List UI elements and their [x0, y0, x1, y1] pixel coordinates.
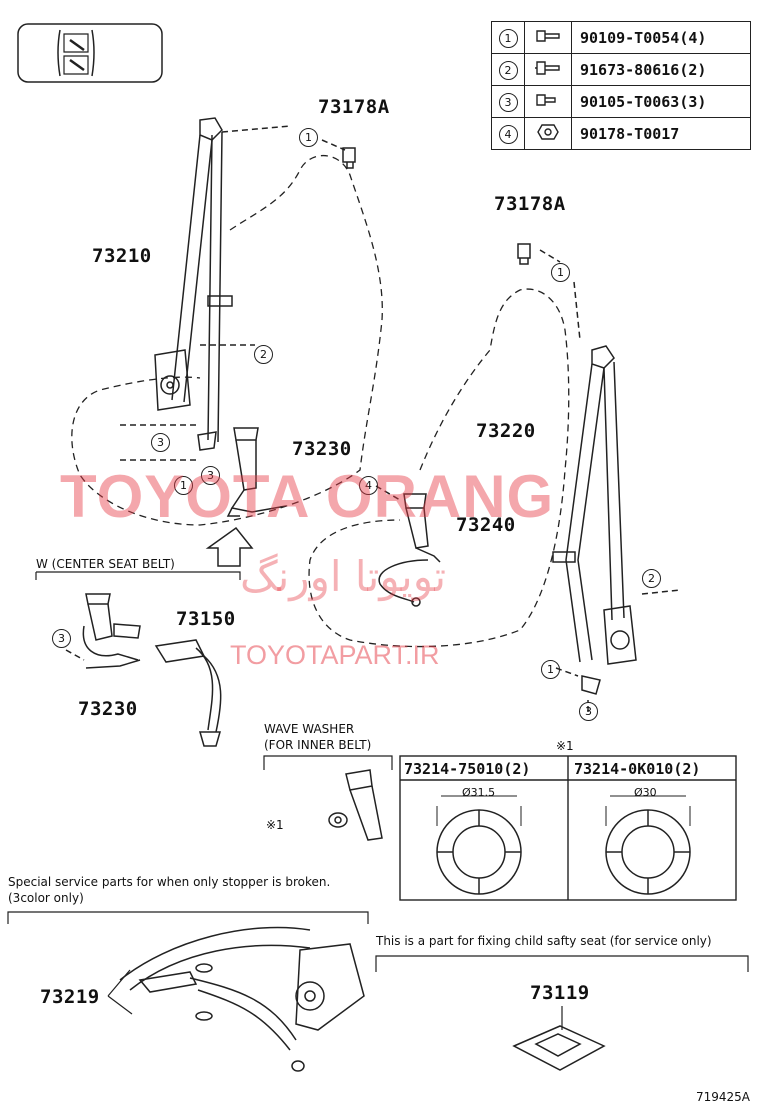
label-child-seat-73119: 73119	[530, 982, 590, 1004]
center-belt-bracket	[35, 571, 241, 580]
part-number: 90105-T0063(3)	[571, 85, 751, 118]
bolt-icon	[536, 29, 560, 42]
label-cover-right: 73178A	[494, 193, 566, 215]
wave-washer-small	[328, 769, 383, 841]
watermark-persian: تویوتا اورنگ	[240, 552, 447, 601]
right-seat-outline	[308, 288, 570, 648]
stopper-bracket	[7, 911, 369, 924]
callout-1: 1	[551, 263, 570, 282]
left-seat-outline	[71, 154, 383, 526]
label-buckle-73240: 73240	[456, 514, 516, 536]
label-belt-73220: 73220	[476, 420, 536, 442]
child-seat-part-73119	[512, 1025, 606, 1071]
wave-washer-subtitle: (FOR INNER BELT)	[264, 738, 372, 752]
washer-part-1: 73214-75010(2)	[404, 760, 531, 778]
label-center-buckle-73230: 73230	[78, 698, 138, 720]
bolt-icon	[536, 93, 556, 106]
washer-dimension-2: Ø30	[634, 786, 657, 799]
washer-part-2: 73214-0K010(2)	[574, 760, 701, 778]
part-number: 90178-T0017	[571, 117, 751, 150]
callout-2: 2	[642, 569, 661, 588]
parts-table: 1 90109-T0054(4) 2 91673-80616(2) 3 9010…	[491, 21, 751, 150]
part-number: 90109-T0054(4)	[571, 21, 751, 54]
label-buckle-73230: 73230	[292, 438, 352, 460]
parts-row: 2 91673-80616(2)	[491, 53, 751, 86]
callout-1: 1	[299, 128, 318, 147]
washer-dimension-1: Ø31.5	[462, 786, 496, 799]
washer-ref-mark-inline: ※1	[266, 818, 284, 832]
parts-row: 4 90178-T0017	[491, 117, 751, 150]
watermark-main: TOYOTA ORANG	[60, 463, 555, 530]
callout-circle: 3	[498, 92, 518, 112]
cover-73178a-left	[342, 147, 356, 169]
callout-3: 3	[579, 702, 598, 721]
child-seat-note: This is a part for fixing child safty se…	[376, 934, 712, 948]
watermark-site: TOYOTAPART.IR	[230, 640, 440, 670]
callout-2: 2	[254, 345, 273, 364]
callout-3: 3	[151, 433, 170, 452]
center-buckle-73230	[82, 593, 141, 669]
seat-belt-73210	[154, 117, 233, 451]
buckle-73230	[226, 427, 287, 517]
washer-30	[605, 795, 691, 895]
callout-circle: 2	[498, 60, 518, 80]
center-belt-73150	[154, 639, 222, 747]
washer-31-5	[436, 795, 522, 895]
buckle-73240	[378, 493, 441, 607]
child-seat-bracket	[375, 955, 749, 972]
seat-belt-73220	[552, 345, 637, 695]
part-number: 91673-80616(2)	[571, 53, 751, 86]
callout-3: 3	[52, 629, 71, 648]
nut-icon	[537, 123, 559, 140]
wave-washer-title: WAVE WASHER	[264, 722, 355, 736]
stopper-note-sub: (3color only)	[8, 891, 84, 905]
parts-row: 3 90105-T0063(3)	[491, 85, 751, 118]
callout-4: 4	[359, 476, 378, 495]
parts-row: 1 90109-T0054(4)	[491, 21, 751, 54]
callout-3: 3	[201, 466, 220, 485]
callout-1: 1	[174, 476, 193, 495]
figure-id: 719425A	[696, 1090, 751, 1104]
label-cover-left: 73178A	[318, 96, 390, 118]
callout-1: 1	[541, 660, 560, 679]
stopper-assembly	[119, 926, 365, 1072]
stopper-note: Special service parts for when only stop…	[8, 875, 331, 889]
callout-circle: 1	[498, 28, 518, 48]
callout-circle: 4	[498, 124, 518, 144]
bolt-icon	[535, 60, 560, 75]
wave-washer-bracket	[263, 755, 393, 770]
washer-ref-mark: ※1	[556, 739, 574, 753]
direction-arrow	[205, 526, 254, 567]
label-belt-73210: 73210	[92, 245, 152, 267]
vehicle-locator-icon	[17, 23, 163, 83]
cover-73178a-right	[517, 243, 531, 265]
label-center-belt-73150: 73150	[176, 608, 236, 630]
label-stopper-73219: 73219	[40, 986, 100, 1008]
center-belt-title: W (CENTER SEAT BELT)	[36, 557, 175, 571]
